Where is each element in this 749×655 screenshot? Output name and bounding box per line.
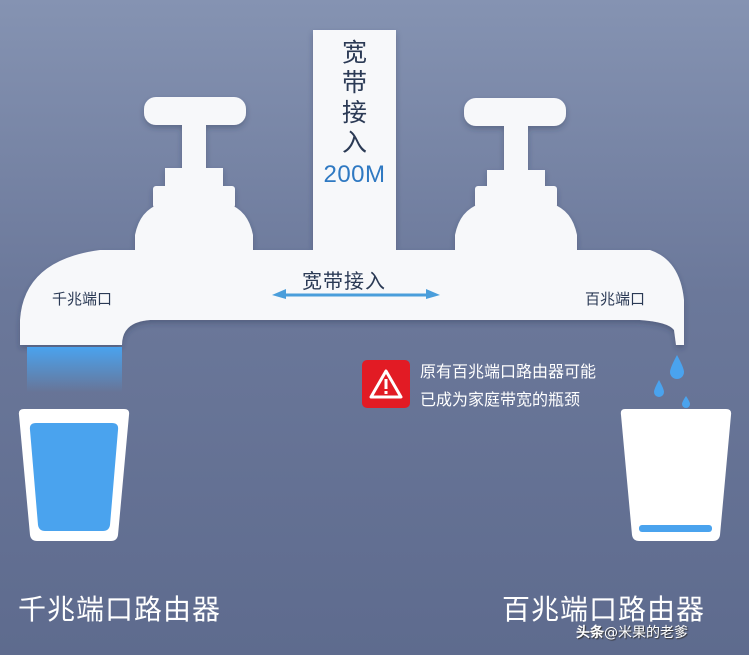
watermark-brand: 头条 <box>576 625 604 641</box>
inlet-char: 带 <box>341 68 367 97</box>
inlet-label: 宽 带 接 入 200M <box>313 38 396 190</box>
warning-triangle-icon <box>369 369 403 399</box>
right-cup-empty <box>620 409 732 541</box>
horizontal-pipe <box>20 250 684 345</box>
right-port-label: 百兆端口 <box>585 290 646 308</box>
inlet-char: 接 <box>341 98 367 127</box>
left-handle <box>144 97 246 125</box>
left-cup-full <box>18 409 130 541</box>
right-router-caption: 百兆端口路由器 <box>502 593 706 626</box>
pipe-label: 宽带接入 <box>302 269 386 293</box>
bidirectional-arrow-icon <box>272 289 440 299</box>
warning-line-1: 原有百兆端口路由器可能 <box>420 362 597 381</box>
inlet-char: 宽 <box>341 38 367 67</box>
watermark-handle: @米果的老爹 <box>604 625 688 641</box>
warning-line-2: 已成为家庭带宽的瓶颈 <box>420 390 581 409</box>
warning-badge <box>362 360 410 408</box>
left-router-caption: 千兆端口路由器 <box>18 593 222 626</box>
right-handle <box>464 98 566 126</box>
left-water-stream <box>27 347 122 392</box>
warning-text: 原有百兆端口路由器可能 已成为家庭带宽的瓶颈 <box>420 358 596 414</box>
watermark: 头条@米果的老爹 <box>576 622 688 642</box>
inlet-column <box>313 30 396 260</box>
inlet-speed: 200M <box>323 161 386 188</box>
water-drops-icon <box>654 355 690 408</box>
left-port-label: 千兆端口 <box>52 290 113 308</box>
inlet-char: 入 <box>341 128 367 157</box>
